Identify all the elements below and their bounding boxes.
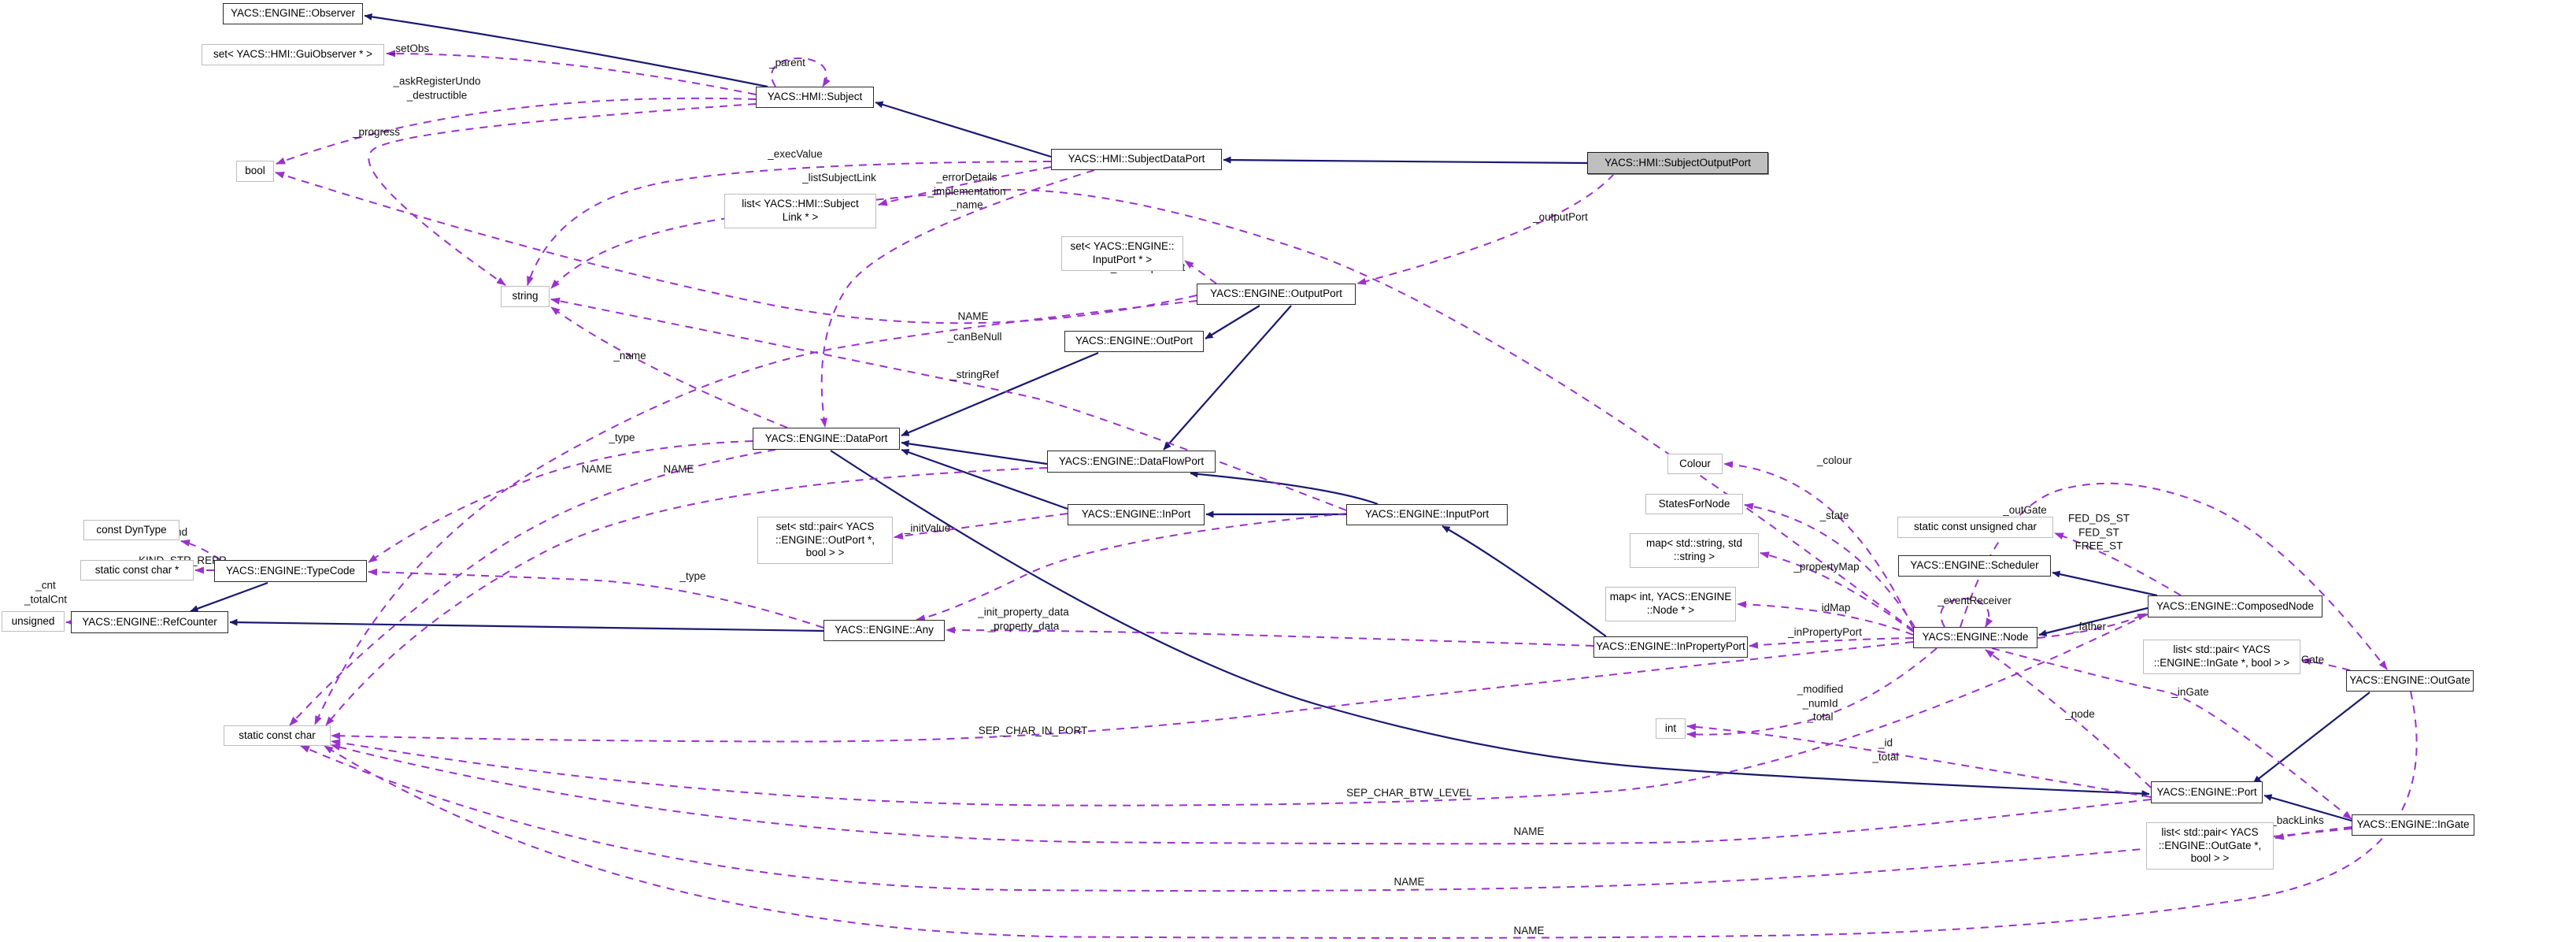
edge-port-to-node: [1985, 649, 2152, 788]
edge-subj_outputport-to-subj_dataport: [1223, 156, 1588, 165]
class-box-subj_dataport[interactable]: YACS::HMI::SubjectDataPort: [1051, 149, 1222, 170]
class-box-observer[interactable]: YACS::ENGINE::Observer: [223, 3, 363, 24]
edge-ingate-to-static_char: [300, 745, 2352, 892]
edge-inport-to-set_outport_pair: [894, 513, 1068, 540]
class-box-subject[interactable]: YACS::HMI::Subject: [756, 87, 874, 108]
class-box-refcounter[interactable]: YACS::ENGINE::RefCounter: [71, 611, 228, 633]
edge-outgate-to-list_ingate: [2301, 658, 2351, 671]
edge-outputport-to-static_char: [314, 300, 1197, 725]
edge-dataflowport-to-static_char: [325, 467, 1048, 726]
edge-outputport-to-dataflowport: [1163, 305, 1292, 451]
class-box-port[interactable]: YACS::ENGINE::Port: [2151, 781, 2263, 803]
edge-dataport-to-typecode: [368, 440, 753, 563]
edge-node-to-composednode: [2037, 613, 2147, 639]
edge-node-to-string: [550, 188, 1914, 631]
class-box-list_subjlink: list< YACS::HMI::Subject Link * >: [724, 194, 876, 228]
class-box-typecode[interactable]: YACS::ENGINE::TypeCode: [214, 560, 367, 582]
class-box-inpropertyport[interactable]: YACS::ENGINE::InPropertyPort: [1593, 636, 1748, 658]
edge-dataport-to-string: [550, 306, 788, 428]
edge-subject-to-set_guiobs: [386, 50, 757, 95]
edge-outport-to-dataport: [901, 351, 1099, 437]
edge-port-to-static_char: [331, 744, 2152, 845]
edge-composednode-to-static_uchar: [2054, 532, 2182, 596]
edge-node-to-int_box: [1686, 647, 1938, 739]
class-box-static_char: static const char: [224, 725, 331, 746]
class-box-dataport[interactable]: YACS::ENGINE::DataPort: [753, 428, 900, 450]
edge-outputport-to-set_inputport: [1184, 260, 1217, 284]
class-box-colour: Colour: [1667, 454, 1723, 474]
edge-subject-to-subject: [771, 57, 831, 87]
edge-port-to-int_box: [1686, 723, 2152, 798]
edge-subj_dataport-to-subject: [875, 101, 1052, 158]
edge-subj_outputport-to-outputport: [1356, 173, 1615, 285]
edge-node-to-statesfornode: [1744, 503, 1915, 628]
edge-typecode-to-dyntype: [180, 540, 221, 561]
edge-subj_dataport-to-list_subjlink: [878, 166, 1052, 206]
edge-outgate-to-static_char: [324, 691, 2418, 939]
edge-any-to-typecode: [368, 568, 824, 629]
edge-inputport-to-any: [916, 513, 1347, 622]
edge-outgate-to-port: [2252, 692, 2371, 784]
class-box-static_uchar: static const unsigned char: [1897, 517, 2053, 538]
class-box-outgate[interactable]: YACS::ENGINE::OutGate: [2346, 670, 2474, 692]
edge-inport-to-dataport: [901, 448, 1068, 510]
edge-node-to-inpropertyport: [1749, 637, 1914, 649]
edge-inputport-to-string: [550, 297, 1347, 511]
class-box-bool: bool: [236, 161, 274, 182]
edge-composednode-to-static_char: [331, 614, 2149, 807]
class-box-any[interactable]: YACS::ENGINE::Any: [824, 620, 945, 641]
class-box-set_inputport: set< YACS::ENGINE:: InputPort * >: [1061, 236, 1183, 271]
class-box-inputport[interactable]: YACS::ENGINE::InputPort: [1346, 504, 1508, 525]
edge-composednode-to-scheduler: [2052, 570, 2158, 597]
edge-subject-to-observer: [364, 13, 768, 88]
edge-subj_dataport-to-dataport: [820, 169, 1095, 428]
edge-node-to-static_char: [331, 641, 1914, 743]
edge-outputport-to-bool: [275, 172, 1197, 325]
class-box-scheduler[interactable]: YACS::ENGINE::Scheduler: [1898, 555, 2051, 577]
edge-node-to-map_in: [1737, 600, 1914, 636]
class-box-outport[interactable]: YACS::ENGINE::OutPort: [1064, 331, 1204, 352]
class-box-static_char_ptr: static const char *: [80, 560, 194, 580]
edge-subject-to-bool: [276, 97, 757, 165]
edge-inputport-to-dataflowport: [1190, 470, 1379, 506]
class-box-subj_outputport: YACS::HMI::SubjectOutputPort: [1587, 152, 1768, 174]
edge-typecode-to-refcounter: [190, 581, 268, 613]
edge-subj_dataport-to-string: [527, 161, 1052, 286]
class-box-list_outgate: list< std::pair< YACS ::ENGINE::OutGate …: [2146, 822, 2274, 870]
edge-node-to-colour: [1723, 461, 1914, 629]
class-box-set_outport_pair: set< std::pair< YACS ::ENGINE::OutPort *…: [757, 517, 893, 564]
class-box-map_in: map< int, YACS::ENGINE ::Node * >: [1605, 587, 1736, 621]
edge-node-to-node: [1940, 598, 1993, 628]
class-box-unsigned_box: unsigned: [2, 611, 65, 632]
edge-dataport-to-port: [830, 450, 2150, 798]
class-box-outputport[interactable]: YACS::ENGINE::OutputPort: [1197, 284, 1356, 305]
class-box-dataflowport[interactable]: YACS::ENGINE::DataFlowPort: [1047, 451, 1216, 473]
edge-inpropertyport-to-inputport: [1442, 525, 1607, 637]
class-box-set_guiobs: set< YACS::HMI::GuiObserver * >: [202, 44, 384, 65]
edge-dataflowport-to-dataport: [901, 439, 1048, 465]
edge-subject-to-string: [368, 103, 757, 286]
class-box-statesfornode: StatesForNode: [1645, 494, 1743, 514]
class-box-inport[interactable]: YACS::ENGINE::InPort: [1068, 504, 1205, 525]
edge-node-to-map_ss: [1760, 551, 1914, 632]
edge-ingate-to-port: [2263, 794, 2352, 822]
edge-composednode-to-node: [2038, 606, 2149, 637]
class-box-ingate[interactable]: YACS::ENGINE::InGate: [2352, 814, 2474, 836]
class-box-map_ss: map< std::string, std ::string >: [1630, 533, 1759, 568]
class-box-dyntype: const DynType: [83, 520, 180, 540]
class-box-node[interactable]: YACS::ENGINE::Node: [1913, 627, 2037, 648]
edge-dataport-to-static_char: [289, 449, 776, 726]
edge-inpropertyport-to-any: [946, 626, 1594, 647]
class-box-string: string: [501, 286, 550, 307]
class-box-composednode[interactable]: YACS::ENGINE::ComposedNode: [2148, 595, 2322, 617]
class-box-int_box: int: [1656, 718, 1686, 739]
edge-any-to-refcounter: [229, 618, 824, 632]
class-box-list_ingate: list< std::pair< YACS ::ENGINE::InGate *…: [2143, 640, 2300, 674]
edge-outputport-to-outport: [1205, 305, 1260, 339]
edge-ingate-to-list_outgate: [2274, 826, 2352, 840]
